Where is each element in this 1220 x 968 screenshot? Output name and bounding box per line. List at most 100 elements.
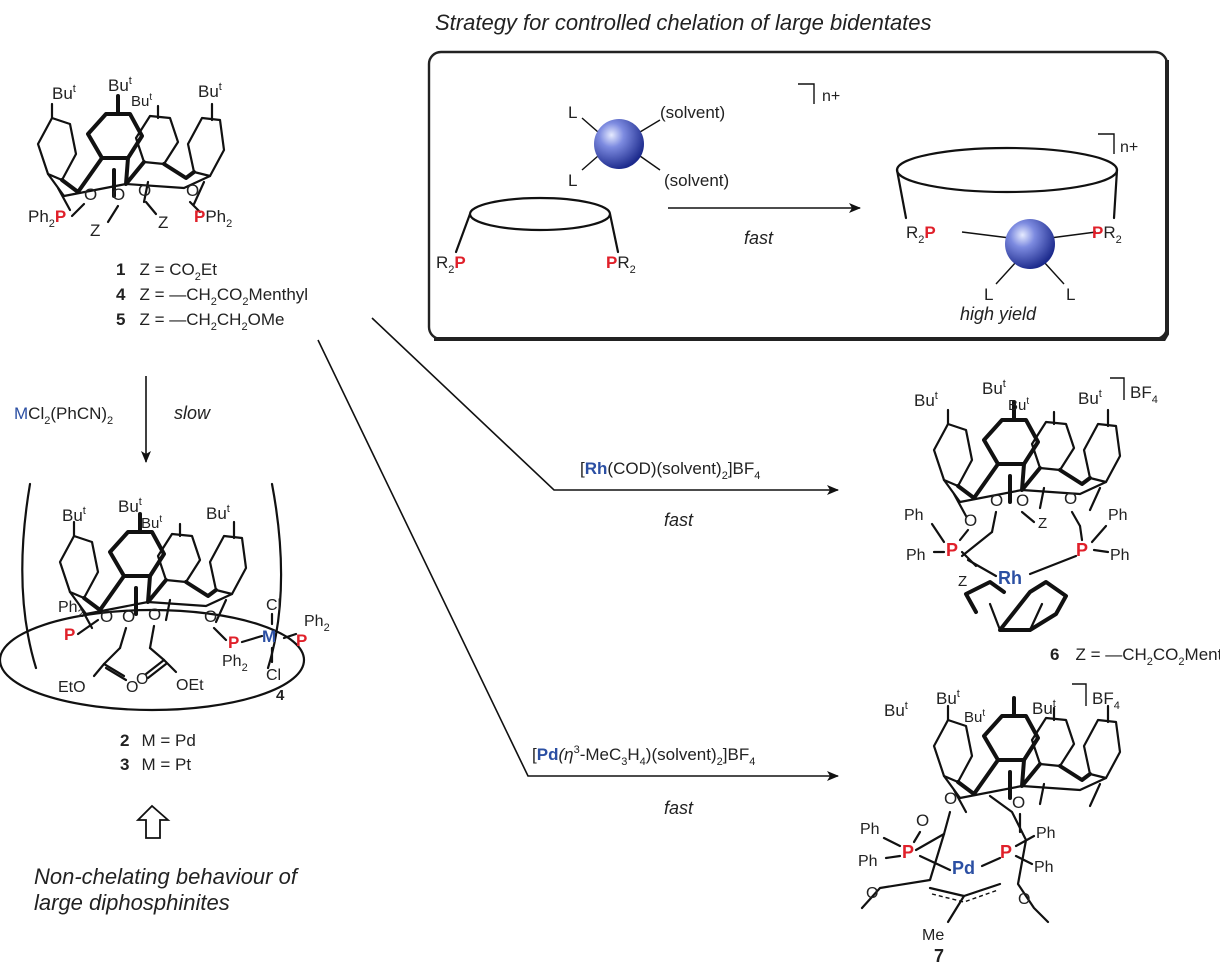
svg-text:But: But <box>1008 396 1029 414</box>
svg-text:O: O <box>100 607 113 626</box>
svg-text:O: O <box>866 885 878 902</box>
svg-text:PR2: PR2 <box>1092 223 1122 246</box>
svg-text:Ph2P: Ph2P <box>28 207 66 230</box>
svg-text:EtO: EtO <box>58 679 86 696</box>
svg-text:O: O <box>990 491 1003 510</box>
svg-text:But: But <box>206 503 230 523</box>
svg-text:Z: Z <box>958 573 967 590</box>
svg-text:(solvent): (solvent) <box>664 171 729 190</box>
svg-text:n+: n+ <box>822 88 840 105</box>
svg-text:Ph: Ph <box>904 507 924 524</box>
svg-text:O: O <box>964 511 977 530</box>
svg-text:Ph2: Ph2 <box>222 653 248 674</box>
svg-text:But: But <box>936 688 960 708</box>
svg-text:n+: n+ <box>1120 139 1138 156</box>
svg-text:PPh2: PPh2 <box>194 207 232 230</box>
slow-reagent: MCl2(PhCN)2 <box>14 404 113 427</box>
svg-text:L: L <box>984 285 993 304</box>
svg-text:Z: Z <box>90 221 100 240</box>
svg-text:P: P <box>1076 540 1088 560</box>
free-ligand: R2P PR2 <box>436 196 636 276</box>
svg-text:Me: Me <box>922 927 944 944</box>
svg-text:Pd: Pd <box>952 858 975 878</box>
svg-text:Ph: Ph <box>858 853 878 870</box>
svg-text:But: But <box>884 700 908 720</box>
svg-text:L: L <box>568 103 577 122</box>
svg-text:But: But <box>62 505 86 525</box>
svg-text:O: O <box>136 671 148 688</box>
svg-text:Ph2: Ph2 <box>58 599 84 620</box>
svg-text:But: But <box>118 496 142 516</box>
slow-label: slow <box>174 403 211 423</box>
svg-text:P: P <box>902 842 914 862</box>
pd-reaction-path <box>317 339 839 781</box>
rh-product: But But But But BF4 O O O O Z P Ph Ph Z … <box>904 377 1220 668</box>
svg-text:But: But <box>198 81 222 101</box>
svg-text:P: P <box>228 633 239 652</box>
svg-text:Rh: Rh <box>998 568 1022 588</box>
svg-text:4: 4 <box>276 687 285 704</box>
pd-product: But But But But BF4 O O O P Ph Ph Pd P P… <box>858 683 1122 966</box>
svg-text:O: O <box>122 607 135 626</box>
svg-text:O: O <box>944 789 957 808</box>
svg-text:P: P <box>946 540 958 560</box>
pd-reagent: [Pd(η3-MeC3H4)(solvent)2]BF4 <box>532 744 755 768</box>
svg-text:But: But <box>131 92 152 110</box>
rh-reaction-path <box>371 317 839 495</box>
rh-fast-label: fast <box>664 510 694 530</box>
svg-text:O: O <box>1012 793 1025 812</box>
svg-text:O: O <box>204 607 217 626</box>
svg-text:Z: Z <box>1038 515 1047 532</box>
svg-text:P: P <box>1000 842 1012 862</box>
svg-text:But: But <box>964 708 985 726</box>
chelate-product: R2P PR2 L L n+ high yield <box>895 133 1138 324</box>
svg-text:L: L <box>1066 285 1075 304</box>
svg-text:O: O <box>186 181 199 200</box>
product-6: 6Z = —CH2CO2Menthyl <box>1050 645 1220 668</box>
svg-text:M: M <box>262 627 276 646</box>
svg-text:O: O <box>916 811 929 830</box>
svg-text:O: O <box>126 679 138 696</box>
rh-reagent: [Rh(COD)(solvent)2]BF4 <box>580 459 760 482</box>
svg-text:O: O <box>112 185 125 204</box>
svg-text:But: But <box>52 83 76 103</box>
svg-text:Ph: Ph <box>1036 825 1056 842</box>
starting-ligand: But But But But O O O O Ph2P Z Z PPh2 <box>28 75 232 240</box>
svg-text:Ph: Ph <box>1110 547 1130 564</box>
svg-text:Ph: Ph <box>1108 507 1128 524</box>
svg-text:L: L <box>568 171 577 190</box>
svg-text:But: But <box>1032 698 1056 718</box>
svg-text:(solvent): (solvent) <box>660 103 725 122</box>
svg-text:O: O <box>1018 891 1030 908</box>
note-line-1: Non-chelating behaviour of <box>34 864 300 889</box>
metal-fragment: L L (solvent) (solvent) n+ <box>568 83 840 190</box>
polymer-product: But But But But O O O O Ph2 P EtO O O OE… <box>0 482 330 712</box>
pd-fast-label: fast <box>664 798 694 818</box>
svg-text:But: But <box>1078 388 1102 408</box>
strategy-box: L L (solvent) (solvent) n+ R2P PR2 fast <box>427 50 1169 341</box>
svg-text:O: O <box>1064 489 1077 508</box>
svg-text:O: O <box>148 605 161 624</box>
hollow-up-arrow-icon <box>135 804 171 839</box>
svg-text:BF4: BF4 <box>1130 383 1158 406</box>
svg-text:OEt: OEt <box>176 677 204 694</box>
svg-text:But: But <box>141 514 162 532</box>
svg-text:Cl: Cl <box>266 667 281 684</box>
strategy-title: Strategy for controlled chelation of lar… <box>435 10 932 35</box>
svg-text:Ph: Ph <box>1034 859 1054 876</box>
product-7: 7 <box>934 946 944 966</box>
svg-text:PR2: PR2 <box>606 253 636 276</box>
svg-text:But: But <box>914 390 938 410</box>
svg-text:O: O <box>84 185 97 204</box>
svg-text:But: But <box>982 378 1006 398</box>
metal-sphere <box>594 119 644 169</box>
svg-text:O: O <box>138 181 151 200</box>
svg-text:R2P: R2P <box>436 253 466 276</box>
svg-text:R2P: R2P <box>906 223 936 246</box>
